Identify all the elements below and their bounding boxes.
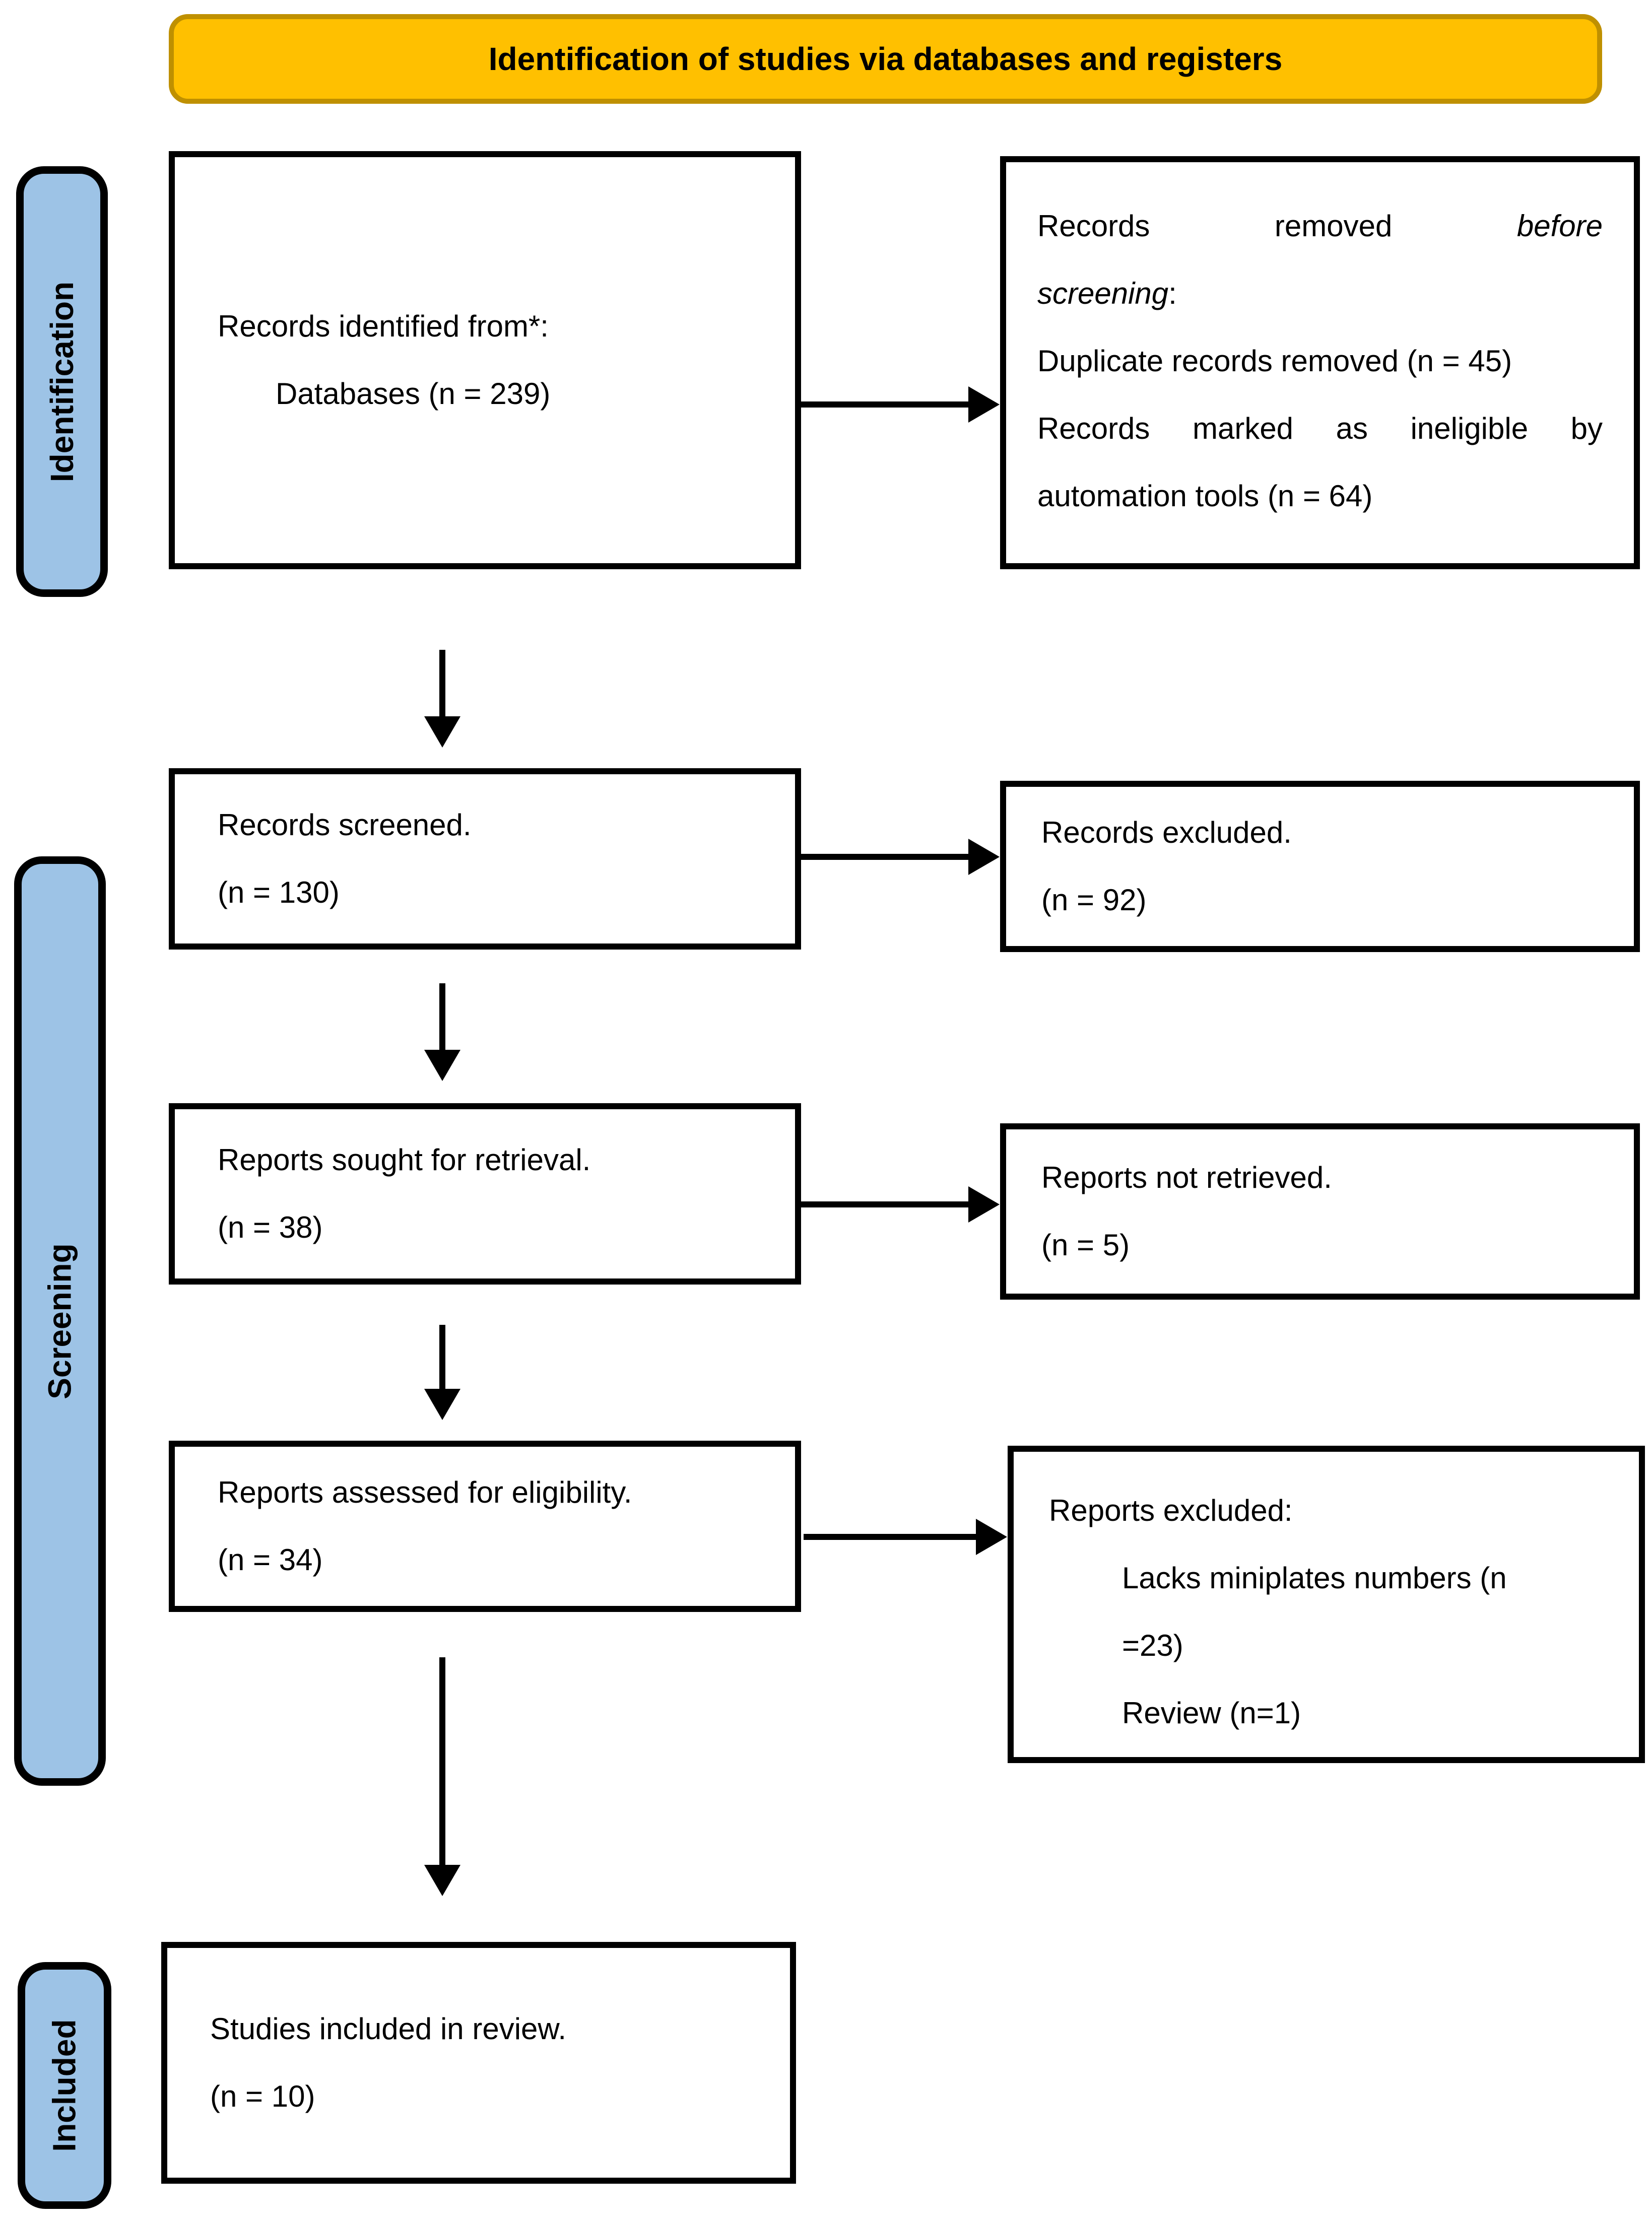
arrow-sought-to-notretrieved-line	[801, 1201, 970, 1207]
reports-excluded-line1: Reports excluded:	[1049, 1494, 1293, 1527]
phase-label-screening-text: Screening	[42, 1243, 78, 1399]
phase-label-identification-text: Identification	[44, 281, 80, 482]
arrow-identified-to-screened-line	[439, 650, 445, 718]
phase-label-included: Included	[18, 1962, 111, 2209]
reports-not-retrieved-line2: (n = 5)	[1041, 1228, 1130, 1262]
studies-included-line2: (n = 10)	[210, 2079, 315, 2113]
box-reports-sought: Reports sought for retrieval. (n = 38)	[169, 1103, 801, 1285]
title-banner: Identification of studies via databases …	[169, 14, 1602, 104]
arrow-screened-to-sought-line	[439, 983, 445, 1051]
reports-assessed-line1: Reports assessed for eligibility.	[218, 1475, 632, 1509]
phase-label-screening: Screening	[14, 856, 106, 1786]
box-studies-included: Studies included in review. (n = 10)	[161, 1942, 796, 2184]
phase-label-identification: Identification	[16, 166, 108, 597]
box-reports-assessed: Reports assessed for eligibility. (n = 3…	[169, 1441, 801, 1612]
reports-sought-line1: Reports sought for retrieval.	[218, 1143, 591, 1177]
box-reports-excluded: Reports excluded: Lacks miniplates numbe…	[1008, 1446, 1645, 1763]
reports-not-retrieved-line1: Reports not retrieved.	[1041, 1161, 1332, 1194]
word: by	[1570, 412, 1603, 445]
records-identified-line1: Records identified from*:	[218, 309, 549, 343]
word: Records	[1037, 209, 1150, 243]
arrow-screened-to-excluded-head	[968, 839, 1000, 875]
word: removed	[1274, 209, 1393, 243]
arrow-assessed-to-included-head	[424, 1865, 460, 1896]
word-italic: screening	[1037, 277, 1169, 310]
records-removed-line4: Records marked as ineligible by	[1037, 395, 1603, 462]
arrow-identified-to-removed-line	[801, 401, 970, 408]
records-removed-line5: automation tools (n = 64)	[1037, 479, 1373, 513]
word: ineligible	[1410, 412, 1529, 445]
arrow-sought-to-assessed-head	[424, 1389, 460, 1420]
arrow-screened-to-excluded-line	[801, 854, 970, 860]
studies-included-line1: Studies included in review.	[210, 2012, 567, 2046]
records-identified-line2: Databases (n = 239)	[276, 377, 551, 411]
box-records-identified: Records identified from*: Databases (n =…	[169, 151, 801, 569]
reports-assessed-line2: (n = 34)	[218, 1543, 323, 1577]
title-banner-label: Identification of studies via databases …	[488, 41, 1283, 77]
box-records-excluded: Records excluded. (n = 92)	[1000, 781, 1640, 952]
box-records-screened: Records screened. (n = 130)	[169, 768, 801, 950]
reports-excluded-line3: =23)	[1122, 1629, 1183, 1662]
records-screened-line1: Records screened.	[218, 808, 472, 842]
arrow-sought-to-notretrieved-head	[968, 1186, 1000, 1223]
phase-label-included-text: Included	[46, 2019, 83, 2152]
box-reports-not-retrieved: Reports not retrieved. (n = 5)	[1000, 1123, 1640, 1300]
records-screened-line2: (n = 130)	[218, 875, 340, 909]
arrow-assessed-to-included-line	[439, 1657, 445, 1866]
word-italic: before	[1516, 209, 1603, 243]
reports-sought-line2: (n = 38)	[218, 1210, 323, 1244]
reports-excluded-line2: Lacks miniplates numbers (n	[1122, 1561, 1507, 1595]
arrow-screened-to-sought-head	[424, 1050, 460, 1081]
records-excluded-line1: Records excluded.	[1041, 816, 1292, 849]
records-excluded-line2: (n = 92)	[1041, 883, 1147, 917]
word: Records	[1037, 412, 1150, 445]
arrow-identified-to-screened-head	[424, 716, 460, 748]
arrow-identified-to-removed-head	[968, 386, 1000, 423]
records-removed-line3: Duplicate records removed (n = 45)	[1037, 344, 1512, 378]
records-removed-line1: Records removed before	[1037, 192, 1603, 260]
box-records-removed: Records removed before screening: Duplic…	[1000, 156, 1640, 569]
word: as	[1336, 412, 1368, 445]
records-removed-line2: screening:	[1037, 260, 1603, 327]
arrow-assessed-to-reportsexcluded-head	[976, 1519, 1007, 1555]
word: :	[1168, 277, 1177, 310]
arrow-sought-to-assessed-line	[439, 1325, 445, 1390]
arrow-assessed-to-reportsexcluded-line	[804, 1534, 977, 1540]
word: marked	[1192, 412, 1294, 445]
reports-excluded-line4: Review (n=1)	[1122, 1696, 1301, 1730]
